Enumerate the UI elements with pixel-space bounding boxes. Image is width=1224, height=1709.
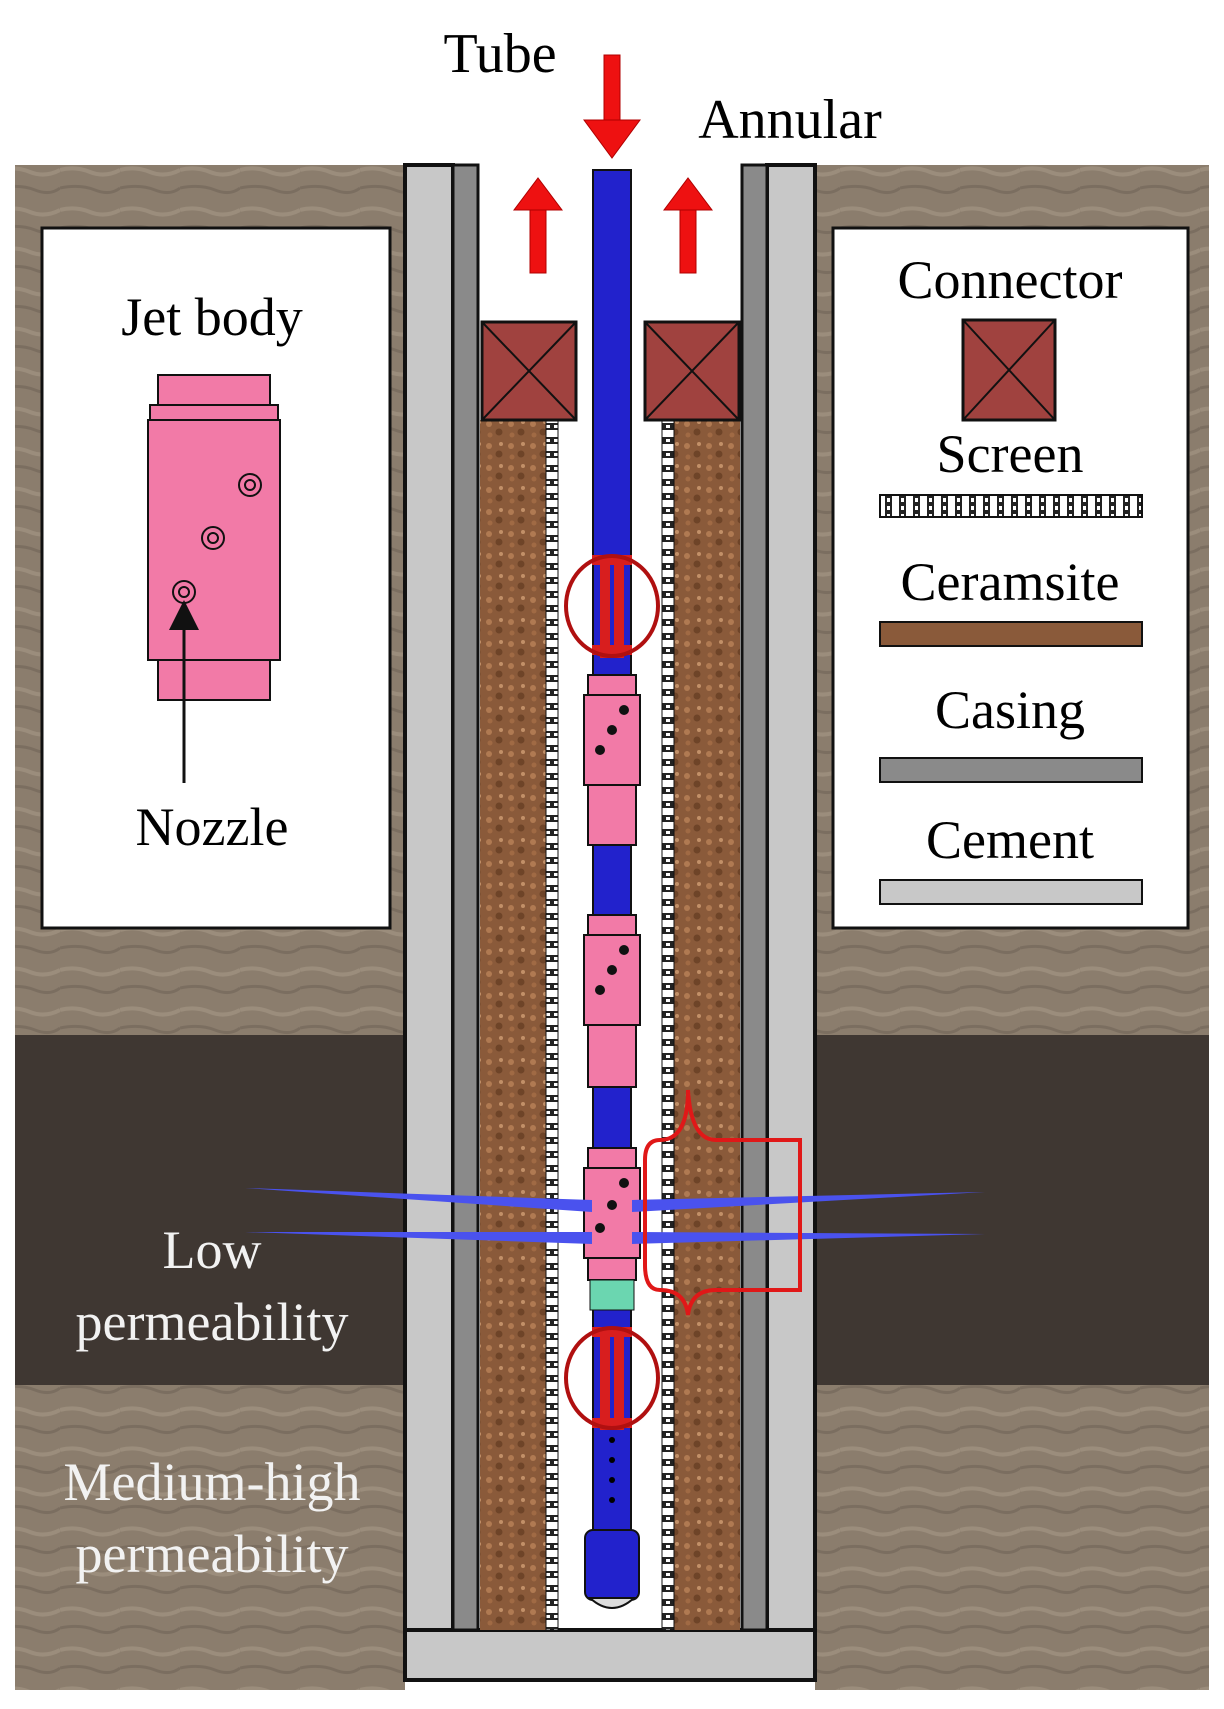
tube-flow-arrow	[583, 54, 641, 159]
legend-swatch-casing	[879, 757, 1143, 783]
legend-panel: Connector Screen Ceramsite Casing Cement	[831, 226, 1190, 930]
jet-body-inset: Jet body Nozzle	[40, 226, 392, 930]
low-permeability-label-line2: permeability	[76, 1292, 349, 1352]
cement-left	[403, 163, 455, 1677]
legend-swatch-cement	[879, 879, 1143, 905]
connector-left	[480, 320, 578, 422]
casing-left	[451, 163, 480, 1632]
annular-flow-arrow-right	[663, 177, 713, 274]
legend-swatch-screen	[879, 494, 1143, 518]
legend-swatch-ceramsite	[879, 621, 1143, 647]
screen-left	[545, 419, 559, 1631]
jet-body-label: Jet body	[121, 287, 303, 347]
jet-streams	[245, 1188, 985, 1244]
legend-swatch-connector	[961, 318, 1057, 422]
ceramsite-right	[674, 420, 740, 1630]
jet-body-2	[583, 914, 641, 1088]
tubing-perforations	[609, 1437, 615, 1503]
cement-right	[765, 163, 817, 1677]
cement-bottom	[403, 1628, 817, 1682]
legend-label-screen: Screen	[937, 424, 1084, 484]
nozzle-icon	[172, 473, 262, 604]
nozzle-label: Nozzle	[136, 797, 289, 857]
highlight-bracket	[643, 1089, 802, 1316]
jet-body-1	[583, 674, 641, 846]
filter-sub	[589, 1279, 635, 1311]
packer-lower	[564, 1326, 660, 1430]
legend-label-cement: Cement	[926, 810, 1094, 870]
annular-flow-arrow-left	[513, 177, 563, 274]
legend-label-casing: Casing	[935, 680, 1085, 740]
legend-label-ceramsite: Ceramsite	[901, 552, 1120, 612]
packer-upper	[564, 554, 660, 658]
legend-label-connector: Connector	[898, 250, 1123, 310]
tubing-bottom-nose	[587, 1597, 637, 1609]
connector-right	[643, 320, 741, 422]
medium-high-permeability-label-line2: permeability	[76, 1524, 349, 1584]
ceramsite-left	[480, 420, 546, 1630]
low-permeability-label-line1: Low	[163, 1220, 262, 1280]
medium-high-permeability-label-line1: Medium-high	[64, 1452, 361, 1512]
tube-label: Tube	[443, 23, 556, 85]
casing-right	[740, 163, 769, 1632]
screen-right	[661, 419, 675, 1631]
annular-label: Annular	[698, 89, 882, 151]
jet-body-3	[583, 1147, 641, 1281]
tubing-bottom-sub	[584, 1529, 640, 1601]
